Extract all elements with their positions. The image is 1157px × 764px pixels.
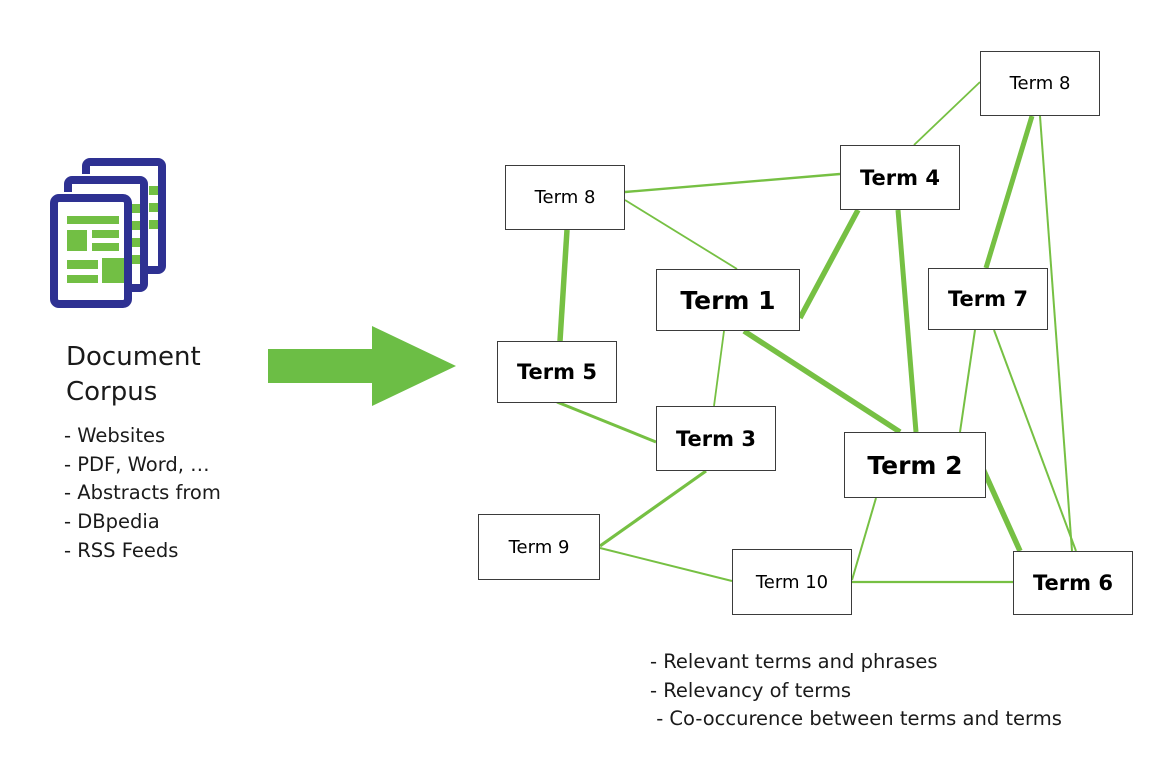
graph-node-label: Term 4 [860,165,940,190]
graph-edge-t8a-t4 [624,172,841,194]
graph-node-label: Term 2 [867,450,963,480]
graph-edge-t8b-t4 [913,81,981,146]
graph-node-t5[interactable]: Term 5 [497,341,617,403]
graph-node-t7[interactable]: Term 7 [928,268,1048,330]
document-stack-icon [48,150,208,320]
graph-node-label: Term 1 [680,285,776,315]
list-item: - Websites [64,424,166,447]
list-item: - Abstracts from [64,481,221,505]
graph-node-label: Term 5 [517,360,597,384]
list-item: - DBpedia [64,509,160,533]
graph-edge-t8a-t1 [624,199,738,270]
graph-node-t3[interactable]: Term 3 [656,406,776,471]
graph-node-t8b[interactable]: Term 8 [980,51,1100,116]
graph-node-label: Term 10 [755,571,829,593]
right-arrow-svg [268,326,456,406]
graph-node-t2[interactable]: Term 2 [844,432,986,498]
graph-node-t8a[interactable]: Term 8 [505,165,625,230]
list-item: - Relevancy of terms [650,678,852,702]
graph-node-t10[interactable]: Term 10 [732,549,852,615]
graph-node-t4[interactable]: Term 4 [840,145,960,210]
list-item: - Co-occurence between terms and terms [650,707,1062,731]
list-item: - Relevant terms and phrases [650,650,938,673]
list-item: - RSS Feeds [64,538,179,562]
graph-edge-t9-t10 [599,547,733,582]
graph-edge-t2-t10 [851,497,877,581]
graph-edge-t7-t6 [993,329,1077,552]
graph-edge-t1-t3 [713,330,725,407]
graph-node-label: Term 7 [948,287,1028,311]
graph-edge-t3-t9 [599,469,707,548]
graph-edge-t5-t3 [556,400,657,444]
corpus-source-list: - Websites - PDF, Word, … - Abstracts fr… [64,422,314,565]
graph-node-label: Term 6 [1033,571,1113,595]
graph-node-t9[interactable]: Term 9 [478,514,600,580]
graph-edge-t4-t1 [797,208,861,320]
graph-edge-t7-t2 [959,329,976,433]
corpus-title: Document Corpus [66,342,201,407]
document-stack-svg [50,158,166,308]
right-arrow-icon [268,318,458,414]
graph-node-t6[interactable]: Term 6 [1013,551,1133,615]
graph-node-label: Term 8 [534,187,596,208]
graph-edge-t8b-t6 [1039,115,1073,552]
graph-caption-list: - Relevant terms and phrases - Relevancy… [650,648,1120,734]
graph-edge-t4-t2 [895,209,919,433]
graph-node-t1[interactable]: Term 1 [656,269,800,331]
graph-node-label: Term 9 [508,536,570,558]
list-item: - PDF, Word, … [64,452,210,476]
graph-edge-t8b-t7 [983,115,1035,269]
graph-edge-t1-t2 [742,328,902,435]
graph-edge-t8a-t5 [557,229,570,342]
graph-node-label: Term 8 [1009,73,1071,94]
graph-node-label: Term 3 [676,426,756,451]
